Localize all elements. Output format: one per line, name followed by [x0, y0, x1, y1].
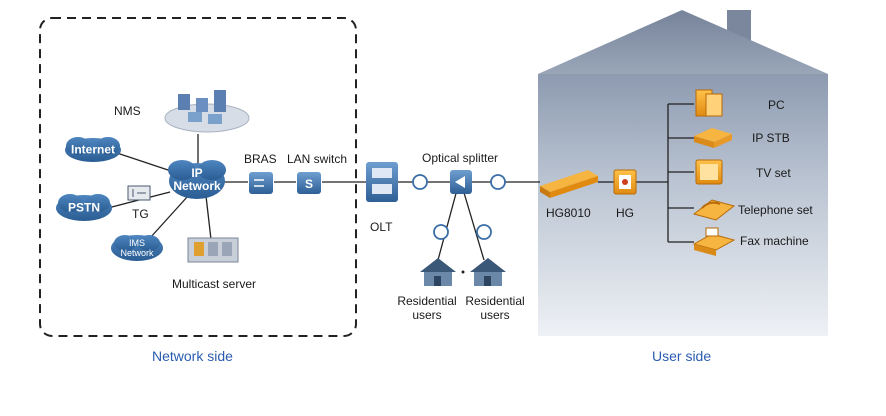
ims-network-label-line1: IMS: [128, 238, 146, 248]
multicast-server-label: Multicast server: [172, 277, 257, 291]
terminal-pc-label: PC: [768, 98, 785, 112]
ellipsis-dot: [461, 270, 465, 274]
network-side-caption: Network side: [152, 348, 233, 364]
residential-users-label-2: Residential users: [465, 294, 525, 322]
lan-switch-icon: S: [297, 172, 321, 194]
tg-label: TG: [132, 207, 149, 221]
hg-icon: [613, 169, 637, 195]
lan-switch-label: LAN switch: [287, 152, 348, 166]
house-wall: [538, 74, 828, 336]
residential-users-label-1: Residential users: [397, 294, 457, 322]
pstn-label: PSTN: [67, 200, 101, 215]
fax-machine-icon: [692, 227, 736, 256]
ims-network-label-line2: Network: [120, 248, 154, 258]
internet-label: Internet: [70, 142, 116, 157]
network-side-boundary: [39, 17, 357, 337]
tg-icon: [127, 185, 151, 201]
terminal-fax-machine-label: Fax machine: [740, 234, 809, 248]
bras-icon: [249, 172, 273, 194]
tv-set-icon: [695, 159, 723, 185]
olt-icon: [366, 162, 398, 202]
pc-icon: [695, 89, 723, 117]
ip-network-label: IP Network: [173, 167, 220, 193]
user-side-caption: User side: [652, 348, 712, 364]
terminal-telephone-set-label: Telephone set: [738, 203, 813, 217]
terminal-tv-set-label: TV set: [756, 166, 791, 180]
optical-splitter-label: Optical splitter: [422, 151, 499, 165]
hg-label: HG: [616, 206, 634, 220]
bras-label: BRAS: [244, 152, 277, 166]
telephone-set-icon: [692, 199, 736, 221]
pstn-cloud: [56, 194, 112, 221]
optical-splitter-icon: [450, 170, 472, 194]
nms-label: NMS: [114, 104, 141, 118]
multicast-server-icon: [187, 237, 239, 263]
ip-network-label-line2: Network: [173, 179, 221, 193]
nms-icon: [164, 90, 250, 133]
ims-network-label: IMS Network: [120, 238, 153, 258]
ip-network-label-line1: IP: [191, 166, 203, 180]
user-side-house: [538, 10, 828, 336]
residential-house-1: [420, 258, 456, 286]
hg8010-label: HG8010: [546, 206, 591, 220]
internet-cloud: [65, 137, 121, 162]
hg8010-icon: [540, 170, 598, 198]
svg-text:S: S: [305, 177, 313, 191]
house-roof: [538, 10, 828, 74]
optical-connectors: [412, 174, 506, 240]
olt-label: OLT: [370, 220, 393, 234]
residential-house-2: [470, 258, 506, 286]
ip-stb-icon: [694, 128, 732, 148]
terminal-ip-stb-label: IP STB: [752, 131, 790, 145]
ip-network-cloud: [168, 160, 226, 199]
ims-network-cloud: [111, 235, 163, 261]
